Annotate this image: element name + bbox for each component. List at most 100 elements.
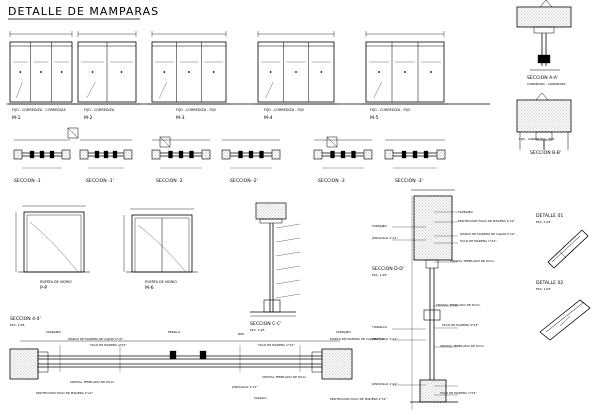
note-junquillo-dd2: JUNQUILLO 1"x1" [372, 337, 398, 341]
note-taco-44: TACO DE MADERA 1"X2" [90, 343, 127, 347]
elevation-handle-2-0 [91, 71, 94, 73]
cc-leader-3 [275, 265, 301, 271]
cc-leader-0 [275, 223, 301, 229]
elevation-frame-4 [257, 41, 335, 103]
elevation-frame-1 [9, 41, 73, 103]
plan-post-2p-2 [248, 150, 254, 159]
section-3-label: SECCION -3 [318, 179, 345, 184]
plan-post-3-2 [340, 150, 346, 159]
note-taco-44r: TACO DE MADERA 1"X2" [258, 343, 295, 347]
section-bb-title: SECCION B-B' [530, 151, 562, 156]
sheet-title: DETALLE DE MAMPARAS [8, 5, 160, 18]
elevation-handle-1-0 [19, 71, 22, 73]
note-cristal-dd3: CRISTAL TEMPLADO DE 6mm. [440, 344, 485, 348]
plan-wall-r-1 [61, 149, 71, 160]
elevation-code-m5: M-5 [370, 116, 379, 121]
plan-wall-r-2 [201, 149, 211, 160]
s44-jamb-left [37, 351, 49, 373]
aa-head-frame [533, 26, 555, 34]
note-tarugo-44: TARUGO [254, 396, 267, 400]
note-junquillo-dd3: JUNQUILLO 1"x1" [372, 382, 398, 386]
elevation-handle-1-1 [40, 71, 42, 73]
section-dd-title: SECCION D-D' [372, 267, 405, 272]
elevation-handle-3-0 [163, 71, 166, 73]
cc-head-concrete [255, 202, 287, 220]
section-bb-caption: FIJO - CORREDIZA - FIJO [519, 137, 555, 141]
elevation-code-m1: M-1 [12, 116, 21, 121]
door-swing-pp [29, 221, 79, 273]
door-code-m6: M-6 [145, 286, 154, 291]
bb-head-concrete [516, 99, 572, 133]
detalle-02-title: DETALLE 02 [536, 281, 564, 286]
note-junquillo-44: JUNQUILLO 1"x1" [232, 385, 258, 389]
note-proteccion-dd: PROTECCION TACO DE MADERA 2"x2" [458, 219, 515, 223]
cc-leader-5 [275, 293, 301, 299]
s44-jamb-right [311, 351, 323, 373]
section-3p-label: SECCION -3' [395, 179, 423, 184]
detalle-02-scale: ESC. 1/25 [536, 287, 551, 291]
plan-post-3-3 [351, 150, 356, 159]
note-tarrajeo-dd: TARRAJEO [458, 210, 473, 214]
aa-break-mark [539, 0, 553, 8]
section-aa-title: SECCION A-A' [527, 76, 559, 81]
note-cristal6-dd: CRISTAL TEMPLADO DE 6mm. [450, 259, 495, 263]
det02-glass [545, 301, 585, 333]
plan-post-1p-2 [103, 150, 109, 159]
plan-detail-marker-2 [326, 136, 338, 148]
plan-wall-l-2 [151, 149, 161, 160]
elevation-caption-m2: FIJO - CORREDIZA [84, 108, 115, 112]
plan-post-1-1 [29, 150, 35, 159]
plan-post-3p-1 [401, 150, 407, 159]
plan-wall-r-1p [123, 149, 133, 160]
elevation-handle-3-1 [188, 71, 190, 73]
plan-post-1-2 [39, 150, 45, 159]
plan-wall-l-1 [13, 149, 23, 160]
door-caption-pp: PUERTA DE VIDRIO [40, 280, 72, 284]
plan-wall-l-3p [384, 149, 394, 160]
s44-wall-left [9, 348, 39, 380]
cc-leader-1 [275, 237, 301, 243]
plan-post-2-1 [168, 150, 173, 159]
section-2p-label: SECCION -2' [230, 179, 258, 184]
elevation-swing-1 [16, 81, 23, 99]
elevation-handle-4-2 [320, 71, 323, 73]
note-proteccion-44: PROTECCION TACO DE MADERA 2"x2" [36, 391, 93, 395]
note-cristal8-dd: CRISTAL TEMPLADO DE 8mm. [436, 303, 481, 307]
elevation-caption-m5: FIJO - CORREDIZA - FIJO [370, 108, 411, 112]
elevation-swing-5 [373, 81, 382, 99]
plan-post-1p-1 [94, 150, 100, 159]
elevation-code-m4: M-4 [264, 116, 273, 121]
note-taco3-dd: TACO DE MADERA 4"X3" [442, 323, 479, 327]
plan-wall-r-3p [436, 149, 446, 160]
plan-detail-marker-0 [67, 127, 79, 139]
note-marco-44: MARCO DE MADERA DE CAJON 2"x2" [68, 337, 124, 341]
det01-glass [551, 235, 581, 263]
plan-post-1-3 [49, 150, 55, 159]
s44-wall-right [321, 348, 353, 380]
detalle-01-scale: ESC. 1/25 [536, 220, 551, 224]
elevation-frame-5 [365, 41, 445, 103]
s44-handle-b [199, 350, 207, 360]
section-cc-title: SECCION C-C' [250, 322, 282, 327]
elevation-handle-1-2 [60, 71, 63, 73]
section-1p-label: SECCION -1' [86, 179, 114, 184]
plan-post-3p-2 [412, 150, 418, 159]
plan-wall-l-2p [221, 149, 231, 160]
elevation-code-m3: M-3 [176, 116, 185, 121]
plan-wall-r-2p [271, 149, 281, 160]
elevation-swing-3 [159, 81, 167, 99]
plan-detail-marker-1 [159, 136, 171, 148]
section-2-label: SECCION -2 [156, 179, 183, 184]
door-caption-m6: PUERTA DE VIDRIO [145, 280, 177, 284]
elevation-handle-4-0 [269, 71, 272, 73]
cc-leader-4 [275, 279, 301, 285]
aa-track [537, 54, 551, 64]
plan-wall-l-3 [313, 149, 323, 160]
section-44-scale: ESC. 1/25 [10, 323, 25, 327]
elevation-handle-2-1 [120, 71, 123, 73]
dd-head-frame [425, 259, 439, 269]
door-code-pp: P-P [40, 286, 48, 291]
plan-post-1p-3 [112, 150, 118, 159]
